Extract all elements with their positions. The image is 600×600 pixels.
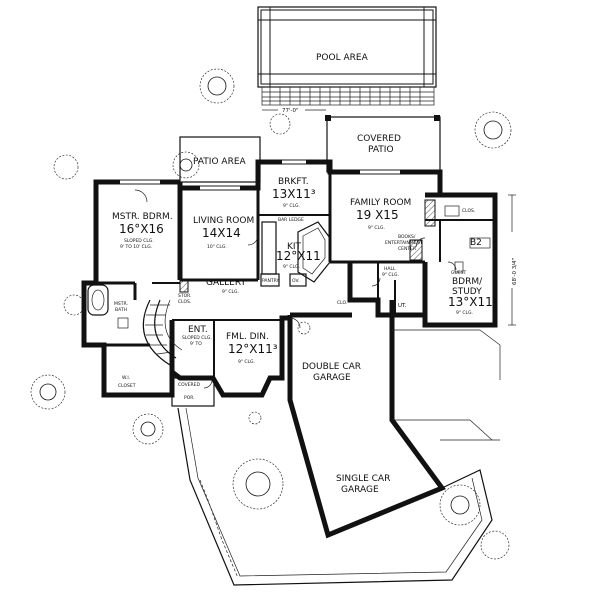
gallery-ceiling: 9" CLG.	[222, 289, 239, 295]
family-room-dimension: 19 X15	[356, 208, 399, 222]
books-label-3: CENTER	[398, 246, 416, 252]
guest-label-2: BDRM/	[452, 277, 483, 287]
double-garage-label-1: DOUBLE CAR	[302, 362, 361, 372]
side-dimension-line	[508, 194, 516, 326]
covered-patio-label-2: PATIO	[368, 145, 394, 155]
hall-ceiling: 9" CLG.	[382, 272, 399, 278]
hall-label: HALL	[384, 266, 396, 272]
patio-area-label: PATIO AREA	[193, 157, 247, 167]
closet-b2-label: CLOS.	[462, 208, 475, 214]
gallery-label: GALLERY	[206, 278, 247, 288]
entry-ceiling-2: 9' TO	[190, 341, 202, 347]
books-label-1: BOOKS/	[398, 234, 416, 240]
brkft-dimension: 13X11³	[272, 187, 316, 201]
closet-label: CLO.	[337, 300, 347, 306]
mstr-bath-label-2: BATH	[115, 307, 127, 313]
entertainment-center-block	[409, 239, 423, 261]
storage-label-2: CLOS.	[178, 299, 191, 305]
pantry-box	[260, 273, 280, 287]
windows	[120, 159, 400, 191]
fireplace	[424, 199, 436, 227]
family-room-label: FAMILY ROOM	[350, 198, 411, 208]
single-garage-label-2: GARAGE	[341, 485, 379, 495]
family-room-ceiling: 9" CLG.	[368, 225, 385, 231]
front-walkway	[177, 407, 493, 586]
living-room-label: LIVING ROOM	[193, 216, 254, 226]
oven-box	[289, 273, 307, 287]
guest-label-1: GUEST	[451, 270, 466, 276]
single-garage-label-1: SINGLE CAR	[336, 474, 390, 484]
kitchen-label: KIT	[287, 242, 302, 252]
dining-ceiling: 9" CLG.	[238, 359, 255, 365]
oven-label: OV.	[292, 278, 299, 284]
mstr-bdrm-label: MSTR. BDRM.	[112, 212, 173, 222]
books-label-2: ENTERTAINMENT	[385, 240, 423, 246]
entry-label: ENT.	[188, 325, 208, 335]
utility-label: UT.	[398, 303, 407, 309]
entry-ceiling-1: SLOPED CLG.	[182, 335, 212, 341]
pantry-label: PANTRY	[262, 278, 279, 284]
living-room-ceiling: 10" CLG.	[207, 244, 227, 250]
wall-block-left	[179, 279, 189, 293]
guest-ceiling: 9" CLG.	[456, 310, 473, 316]
guest-label-3: STUDY	[452, 287, 482, 297]
guest-dimension: 13°X11³	[448, 295, 498, 309]
dining-label: FML. DIN.	[226, 332, 269, 342]
pool-area	[257, 6, 437, 106]
mstr-bdrm-ceiling-2: 9' TO 10' CLG.	[120, 244, 152, 250]
covered-porch-label-1: COVERED	[178, 382, 200, 388]
bath-b2-label: B2	[470, 238, 482, 248]
covered-porch-label-2: POR.	[184, 395, 195, 401]
driveway	[392, 329, 501, 441]
bath-fixtures	[87, 205, 491, 329]
side-dimension: 68'-0 3/4"	[512, 258, 518, 285]
walk-in-closet-label-2: CLOSET	[118, 383, 136, 389]
bar-ledge-label: BAR LEDGE	[278, 217, 304, 223]
brkft-ceiling: 9" CLG.	[283, 203, 300, 209]
curved-stair	[142, 299, 183, 366]
mstr-bath-label-1: MSTR.	[114, 301, 128, 307]
walk-in-closet-label-1: W.I.	[122, 375, 130, 381]
double-garage-label-2: GARAGE	[313, 373, 351, 383]
living-room-dimension: 14X14	[202, 226, 241, 240]
dining-dimension: 12°X11³	[228, 342, 278, 356]
covered-patio-label-1: COVERED	[357, 134, 401, 144]
kitchen-dimension: 12°X11	[276, 249, 321, 263]
pool-width-dimension: 77'-0"	[282, 108, 299, 114]
brkft-label: BRKFT.	[278, 177, 309, 187]
door-swings	[134, 189, 457, 389]
mstr-bdrm-ceiling-1: SLOPED CLG.	[124, 238, 154, 244]
kitchen-ceiling: 9" CLG.	[283, 264, 300, 270]
storage-label-1: STOR.	[178, 293, 192, 299]
mstr-bdrm-dimension: 16°X16	[119, 222, 164, 236]
pool-area-label: POOL AREA	[316, 53, 369, 63]
covered-porch	[171, 377, 215, 407]
